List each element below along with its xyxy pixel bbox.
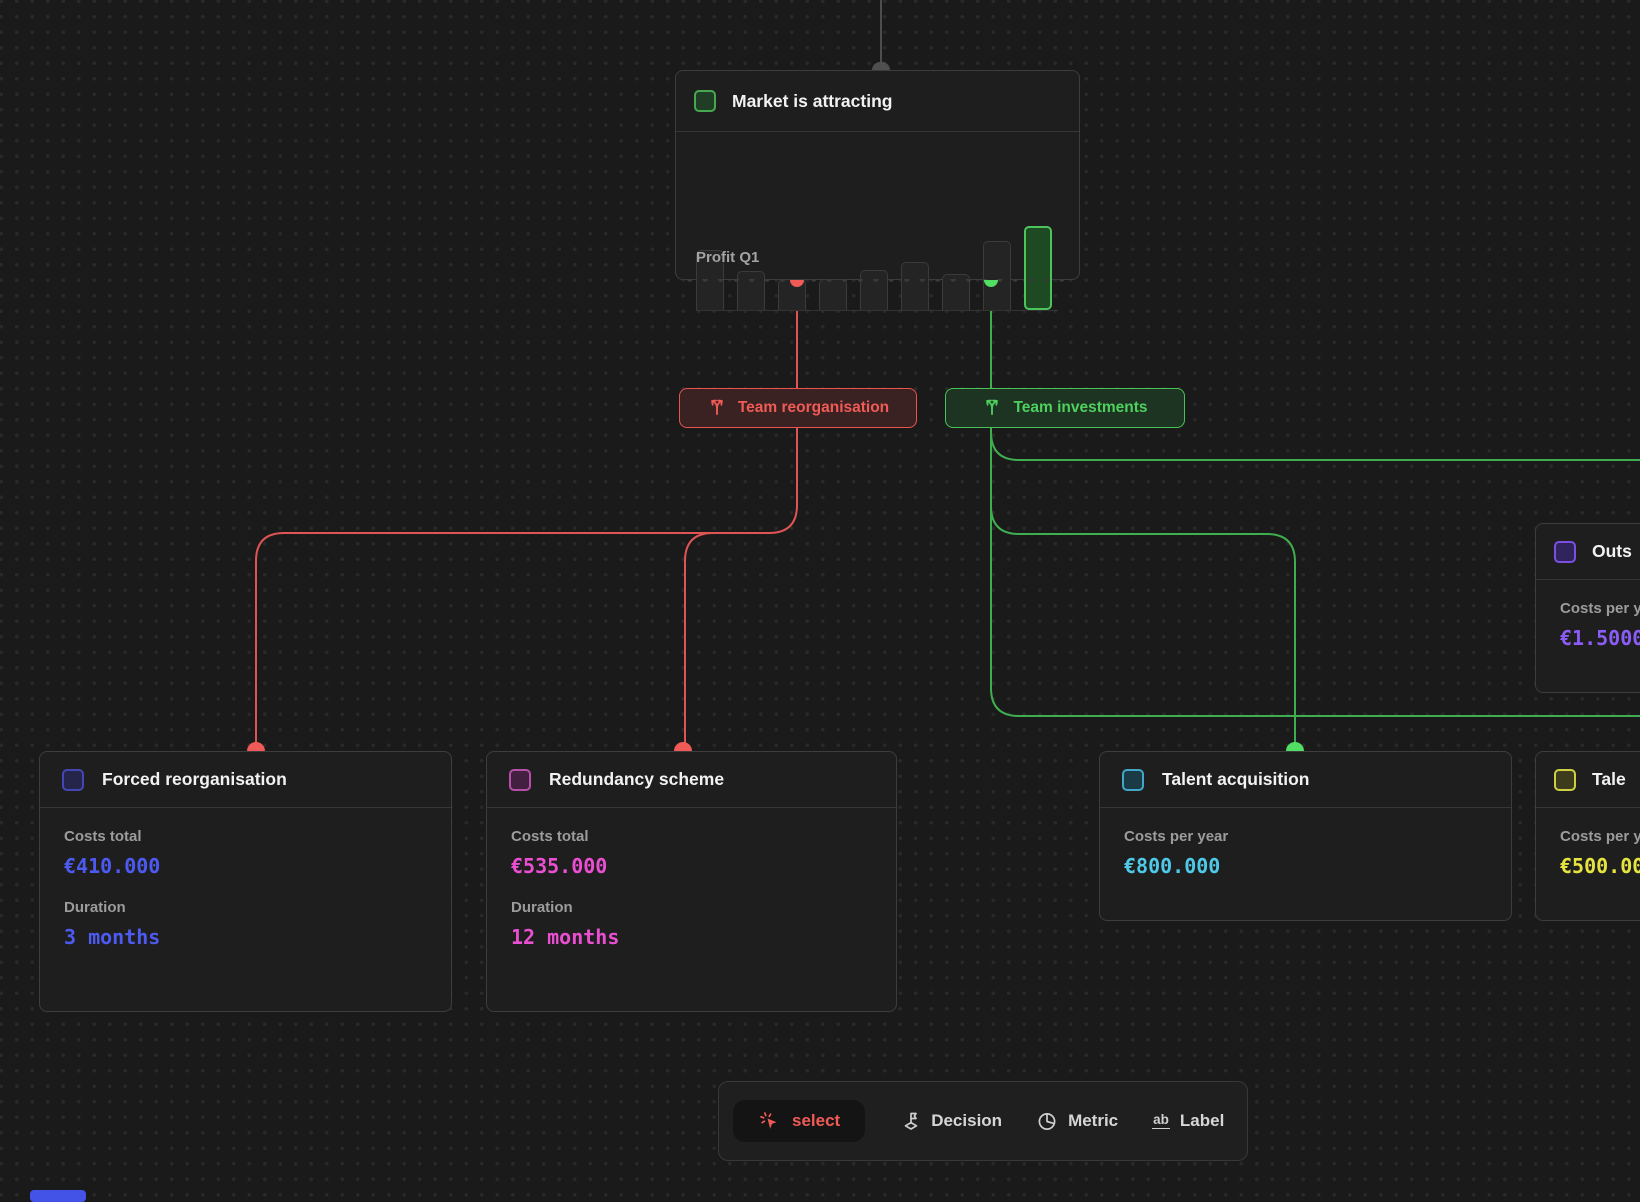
edge-red-to-forced: [255, 427, 798, 744]
metric-label: Duration: [511, 899, 573, 916]
mini-bar-chart: [696, 141, 1058, 311]
tool-label: Label: [1179, 1111, 1225, 1130]
node-title: Market is attracting: [732, 90, 893, 111]
node-title: Forced reorganisation: [102, 769, 287, 789]
metric-node-icon: [694, 90, 716, 112]
decision-label-team-investments[interactable]: Team investments: [945, 388, 1185, 428]
port-nub-strip: [682, 279, 1073, 284]
metric-value: 12 months: [511, 925, 620, 949]
metric-value: 3 months: [64, 925, 161, 949]
node-outsourcing-cut-off[interactable]: Outs Costs per y €1.5000: [1535, 523, 1640, 693]
metric-node-icon: [1554, 768, 1576, 791]
divider: [676, 131, 1079, 132]
edge-red-to-redundancy: [684, 532, 727, 744]
bar-highlighted: [1024, 226, 1052, 310]
node-title: Tale: [1592, 769, 1626, 789]
bar: [901, 262, 929, 310]
viewport-indicator[interactable]: [30, 1190, 86, 1202]
bar: [860, 270, 888, 310]
tool-metric[interactable]: Metric: [1036, 1110, 1118, 1132]
node-market-is-attracting[interactable]: Market is attracting Profit Q1: [675, 70, 1080, 311]
divider: [40, 807, 451, 808]
metric-label: Costs total: [64, 828, 142, 845]
node-talent-cut-off[interactable]: Tale Costs per y €500.00: [1535, 751, 1640, 921]
tool-select[interactable]: select: [733, 1100, 866, 1142]
decision-label-team-reorganisation[interactable]: Team reorganisation: [679, 388, 917, 428]
split-arrows-icon: [982, 396, 1002, 421]
divider: [1100, 807, 1511, 808]
metric-label: Costs per y: [1560, 828, 1640, 845]
metric-value: €800.000: [1124, 854, 1221, 878]
decision-label-text: Team reorganisation: [737, 399, 890, 416]
metric-node-icon: [1554, 540, 1576, 563]
metric-label: Costs per y: [1560, 600, 1640, 617]
node-header: Market is attracting: [676, 71, 1079, 131]
tool-decision[interactable]: Decision: [899, 1110, 1002, 1132]
node-forced-reorganisation[interactable]: Forced reorganisation Costs total €410.0…: [39, 751, 452, 1012]
metric-node-icon: [62, 768, 84, 791]
node-redundancy-scheme[interactable]: Redundancy scheme Costs total €535.000 D…: [486, 751, 897, 1012]
connector-dot-redundancy[interactable]: [674, 742, 692, 751]
metric-value: €410.000: [64, 854, 161, 878]
metric-value: €500.00: [1560, 854, 1640, 878]
split-arrows-icon: [707, 396, 727, 421]
port-green-out[interactable]: [984, 280, 998, 287]
metric-value: €1.5000: [1560, 626, 1640, 650]
tool-label: Metric: [1068, 1111, 1119, 1130]
pie-chart-icon: [1036, 1110, 1058, 1132]
decision-label-text: Team investments: [1013, 399, 1148, 416]
node-title: Talent acquisition: [1162, 769, 1310, 789]
cursor-spark-icon: [758, 1110, 780, 1132]
connector-dot-talent[interactable]: [1286, 742, 1304, 751]
connector-dot-forced[interactable]: [247, 742, 265, 751]
bar: [983, 241, 1011, 310]
divider: [1536, 807, 1640, 808]
divider: [1536, 579, 1640, 580]
chart-x-label: Profit Q1: [696, 249, 760, 266]
metric-value: €535.000: [511, 854, 608, 878]
node-title: Redundancy scheme: [549, 769, 725, 789]
metric-node-icon: [1122, 768, 1144, 791]
flag-icon: [899, 1110, 921, 1132]
node-title: Outs: [1592, 541, 1632, 561]
port-red-out[interactable]: [790, 280, 804, 287]
metric-label: Duration: [64, 899, 126, 916]
bottom-toolbar: select Decision Metric Label: [718, 1081, 1248, 1161]
node-talent-acquisition[interactable]: Talent acquisition Costs per year €800.0…: [1099, 751, 1512, 921]
metric-label: Costs per year: [1124, 828, 1229, 845]
edge-green-to-talent: [990, 505, 1296, 744]
tool-label: Decision: [931, 1111, 1003, 1130]
metric-node-icon: [509, 768, 531, 791]
edge-green-right-upper: [990, 431, 1640, 461]
divider: [487, 807, 896, 808]
bar: [737, 271, 765, 310]
tool-label: select: [792, 1111, 841, 1130]
tool-label-tool[interactable]: Label: [1152, 1111, 1224, 1131]
parent-connector-dome[interactable]: [872, 62, 890, 70]
ab-underline-icon: [1152, 1113, 1170, 1130]
metric-label: Costs total: [511, 828, 589, 845]
